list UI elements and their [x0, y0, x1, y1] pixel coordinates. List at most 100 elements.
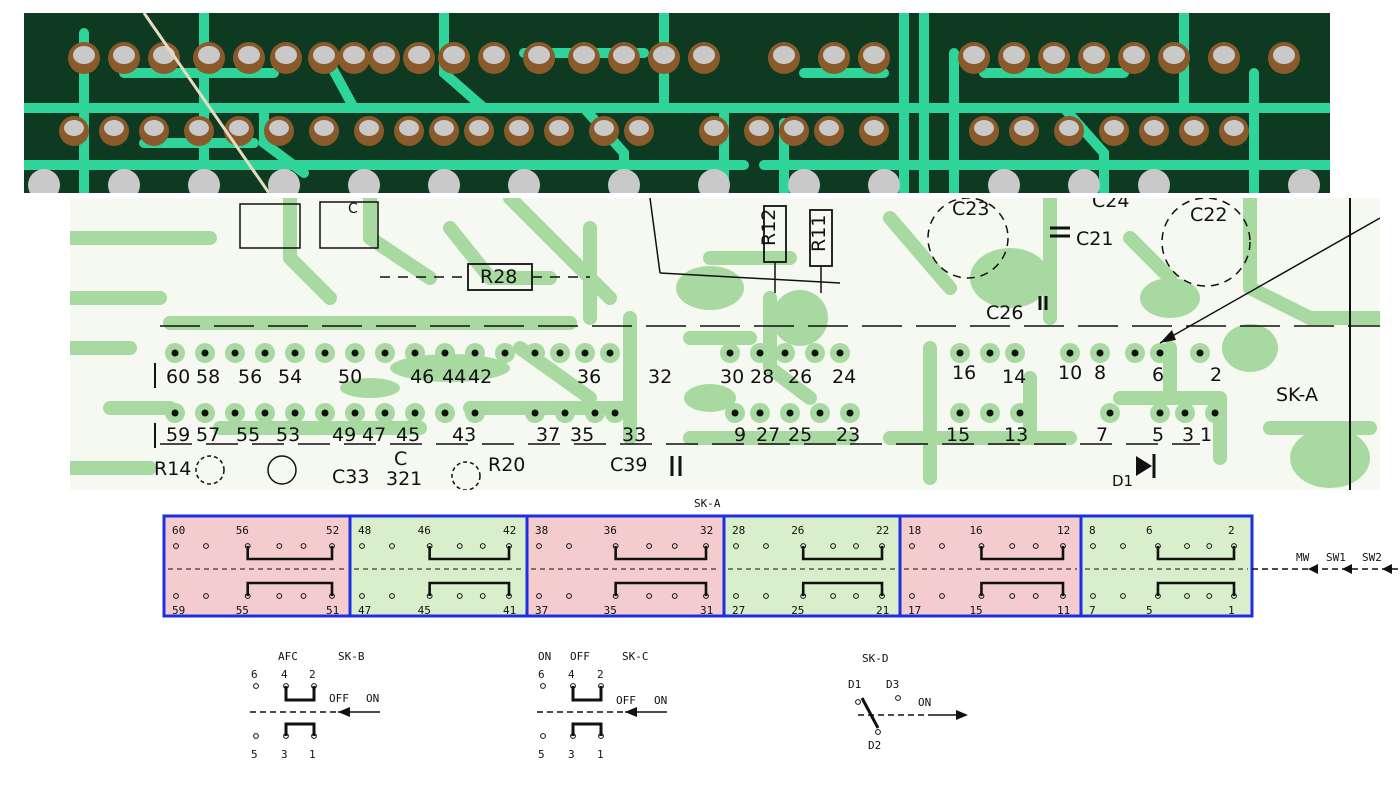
solder-blob	[613, 46, 635, 64]
source-label-sw2: SW2	[1362, 551, 1382, 564]
sk-d-d3-label: D3	[886, 678, 899, 691]
component-label-d1: D1	[1112, 472, 1134, 490]
contact	[763, 593, 769, 599]
contact	[855, 699, 861, 705]
pin-label: 56	[236, 524, 249, 537]
switch-bridge	[284, 686, 316, 702]
sk-d-on-label: ON	[918, 696, 931, 709]
sk-c-pin-5: 5	[538, 748, 545, 761]
component-label-c22: C22	[1190, 204, 1228, 226]
solder-blob	[868, 169, 900, 193]
solder-blob	[189, 120, 209, 136]
pin-label: 8	[1089, 524, 1096, 537]
sk-c-pin-3: 3	[568, 748, 575, 761]
pin-label: 36	[604, 524, 617, 537]
contact	[671, 593, 678, 599]
pin-label: 5	[1152, 424, 1165, 446]
actuator-arrow	[1382, 564, 1392, 574]
component-label-c39: C39	[610, 454, 648, 476]
sk-c-on-label: ON	[654, 694, 667, 707]
resistor-r20	[451, 461, 481, 490]
pad-hole	[261, 349, 269, 357]
pcb-photo-svg	[24, 13, 1330, 193]
solder-blob	[64, 120, 84, 136]
pin-label: 46	[410, 366, 435, 388]
switch-section-bg	[527, 516, 724, 616]
pin-label: 7	[1089, 604, 1096, 617]
pad-hole	[1196, 349, 1204, 357]
switch-section-bg	[164, 516, 350, 616]
pin-label: 7	[1096, 424, 1109, 446]
contact	[733, 593, 739, 599]
pin-label: 42	[503, 524, 516, 537]
pad-hole	[471, 349, 479, 357]
pin-label: 49	[332, 424, 357, 446]
pad-hole	[201, 409, 209, 417]
solder-blob	[1163, 46, 1185, 64]
pad-hole	[441, 409, 449, 417]
contact	[389, 593, 395, 599]
solder-blob	[1224, 120, 1244, 136]
component-label-c33: C33	[332, 466, 370, 488]
pad-hole	[956, 349, 964, 357]
switch-bridge	[246, 546, 334, 561]
contact	[646, 593, 653, 599]
pin-label: 55	[236, 424, 261, 446]
sk-c-pin-1: 1	[597, 748, 604, 761]
contact	[253, 683, 259, 689]
pin-label: 32	[700, 524, 713, 537]
solder-blob	[863, 46, 885, 64]
pin-label: 27	[732, 604, 745, 617]
pin-label: 28	[750, 366, 775, 388]
contact	[1009, 543, 1016, 549]
sk-b-pin-3: 3	[281, 748, 288, 761]
solder-blob	[1273, 46, 1295, 64]
pin-label: 37	[535, 604, 548, 617]
switch-bridge	[428, 581, 511, 596]
pin-label: 26	[791, 524, 804, 537]
contact	[763, 543, 769, 549]
switch-bridge	[980, 581, 1065, 596]
component-label-r28: R28	[480, 266, 518, 288]
pad-hole	[786, 409, 794, 417]
solder-blob	[749, 120, 769, 136]
sk-d-title: SK-D	[862, 652, 889, 665]
contact	[359, 543, 365, 549]
pin-label: 59	[166, 424, 191, 446]
contact	[253, 733, 259, 739]
pointer-arrowhead	[1160, 330, 1176, 343]
pcb-trace	[439, 13, 489, 113]
contact	[300, 593, 307, 599]
pad-hole	[561, 409, 569, 417]
solder-blob	[823, 46, 845, 64]
switch-bridge	[980, 546, 1065, 561]
pin-label: 47	[362, 424, 387, 446]
pin-label: 33	[622, 424, 647, 446]
pin-label: 60	[166, 366, 191, 388]
pad-hole	[606, 349, 614, 357]
switch-bridge	[801, 546, 884, 561]
sk-b-pin-2: 2	[309, 668, 316, 681]
contact	[276, 543, 283, 549]
solder-blob	[373, 46, 395, 64]
pin-label: 57	[196, 424, 221, 446]
pin-label: 25	[788, 424, 813, 446]
pin-label: 44	[442, 366, 467, 388]
component-label-r11: R11	[808, 214, 830, 252]
switch-bridge	[571, 722, 603, 736]
pin-label: 24	[832, 366, 857, 388]
contact	[1032, 593, 1039, 599]
sk-b-pin-6: 6	[251, 668, 258, 681]
contact	[173, 543, 179, 549]
contact	[566, 593, 572, 599]
pad-hole	[611, 409, 619, 417]
solder-blob	[608, 169, 640, 193]
solder-blob	[313, 46, 335, 64]
pad-hole	[501, 349, 509, 357]
solder-blob	[1068, 169, 1100, 193]
pin-label: 16	[952, 362, 977, 384]
solder-blob	[1288, 169, 1320, 193]
pad-hole	[726, 349, 734, 357]
contact	[671, 543, 678, 549]
